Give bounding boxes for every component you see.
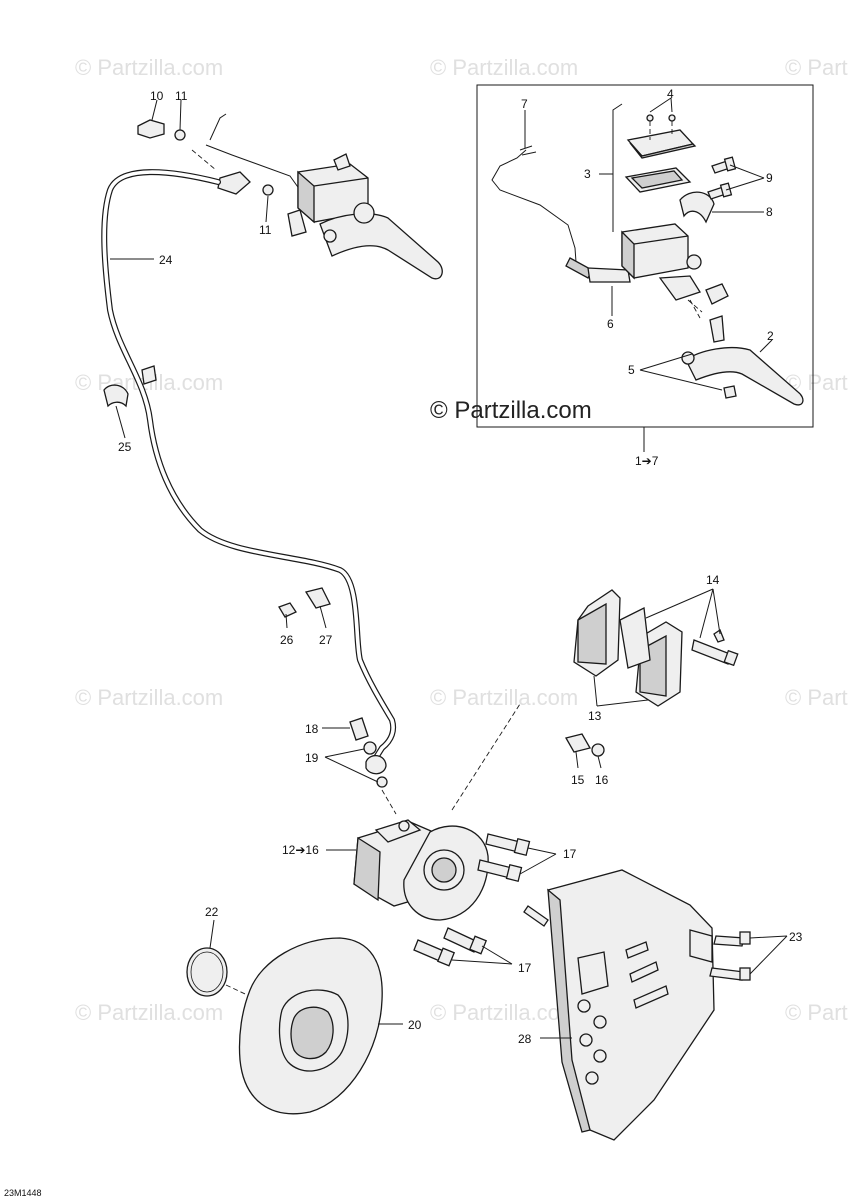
brake-disc [238, 937, 383, 1115]
label-4: 4 [667, 87, 674, 101]
label-1-7: 1➔7 [635, 454, 659, 468]
inset-watermark: © Partzilla.com [430, 397, 592, 424]
label-25: 25 [118, 440, 132, 454]
label-13: 13 [588, 709, 602, 723]
label-19: 19 [305, 751, 319, 765]
label-8: 8 [766, 205, 773, 219]
clip-26-27 [278, 587, 331, 618]
label-26: 26 [280, 633, 294, 647]
bleed-screw [565, 733, 605, 757]
banjo-bolt-top [137, 119, 274, 196]
inset-brake-lever [681, 299, 804, 406]
label-6: 6 [607, 317, 614, 331]
o-ring-guide [225, 984, 259, 1001]
watermark: © Partzilla.com [430, 685, 578, 710]
label-17-upper: 17 [563, 847, 577, 861]
inset-box [476, 84, 814, 428]
label-12-16: 12➔16 [282, 843, 319, 857]
label-11-top: 11 [175, 89, 188, 103]
brake-caliper [353, 703, 521, 921]
label-27: 27 [319, 633, 333, 647]
label-17-lower: 17 [518, 961, 532, 975]
label-7: 7 [521, 97, 528, 111]
label-11-right: 11 [259, 223, 272, 237]
label-28: 28 [518, 1032, 532, 1046]
leader-lines [110, 99, 788, 1039]
label-18: 18 [305, 722, 319, 736]
caliper-bolts [413, 833, 531, 967]
watermark: © Partzilla.com [75, 685, 223, 710]
watermark: © Partzilla.com [785, 1000, 848, 1025]
diagram-code: 23M1448 [4, 1188, 42, 1198]
label-5: 5 [628, 363, 635, 377]
watermark: © Partzilla.com [430, 55, 578, 80]
label-14: 14 [706, 573, 720, 587]
watermark: © Partzilla.com [785, 55, 848, 80]
skid-plate [523, 869, 751, 1141]
label-24: 24 [159, 253, 173, 267]
label-9: 9 [766, 171, 773, 185]
watermark: © Partzilla.com [785, 685, 848, 710]
banjo-bolt-lower [349, 717, 397, 815]
inset-leaders [524, 97, 773, 452]
label-22: 22 [205, 905, 219, 919]
callout-labels: 1➔7 2 3 4 5 6 7 8 9 10 11 11 12➔16 13 14… [4, 87, 803, 1198]
inset-clamp [679, 156, 737, 224]
o-ring-inner [190, 951, 224, 993]
label-2: 2 [767, 329, 774, 343]
brake-hose [101, 169, 397, 767]
master-cylinder-assembly [205, 113, 443, 280]
watermark: © Partzilla.com [430, 1000, 578, 1025]
label-10: 10 [150, 89, 164, 103]
inset-reservoir-cover [624, 114, 697, 193]
inset-switch-wire [491, 145, 631, 283]
o-ring [186, 947, 228, 997]
inset-master-cylinder [621, 223, 729, 305]
label-15: 15 [571, 773, 585, 787]
label-20: 20 [408, 1018, 422, 1032]
brake-pads [573, 589, 739, 707]
hose-clip-25 [103, 384, 129, 408]
label-3: 3 [584, 167, 591, 181]
watermark: © Partzilla.com [75, 55, 223, 80]
label-16: 16 [595, 773, 609, 787]
watermark: © Partzilla.com [75, 1000, 223, 1025]
label-23: 23 [789, 930, 803, 944]
